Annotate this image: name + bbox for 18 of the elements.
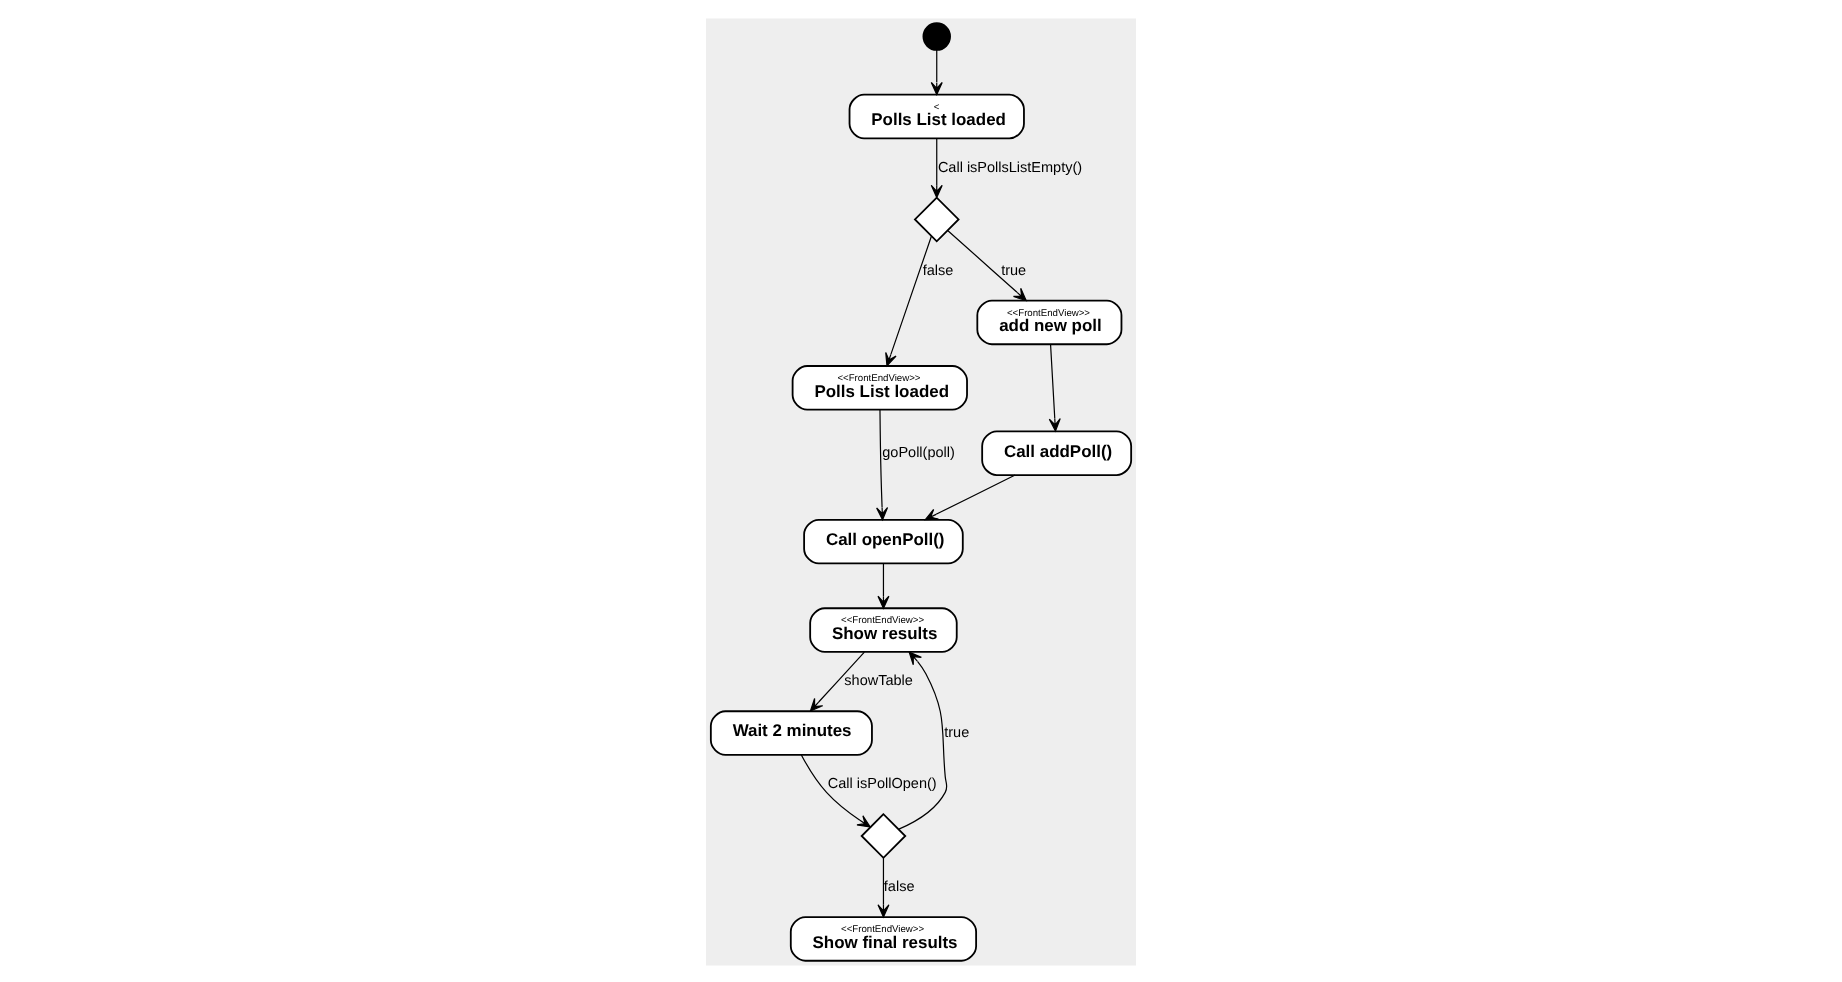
node-diamond bbox=[860, 811, 907, 859]
arrow bbox=[885, 234, 932, 366]
node-diamond bbox=[913, 195, 960, 242]
arrow bbox=[930, 48, 943, 95]
node-box: Call openPoll() bbox=[803, 517, 964, 564]
arrow bbox=[1048, 342, 1061, 431]
node-box: Wait 2 minutes bbox=[709, 709, 873, 755]
arrow bbox=[876, 408, 889, 520]
node-box: Call addPoll() bbox=[981, 429, 1133, 475]
arrow bbox=[877, 856, 890, 917]
arrow bbox=[877, 562, 890, 608]
arrow bbox=[947, 229, 1027, 301]
arrow bbox=[924, 473, 1016, 520]
arrow bbox=[898, 650, 948, 829]
arrow bbox=[800, 753, 871, 827]
arrow bbox=[809, 650, 865, 711]
node-circle bbox=[922, 21, 951, 50]
arrow bbox=[930, 136, 943, 198]
